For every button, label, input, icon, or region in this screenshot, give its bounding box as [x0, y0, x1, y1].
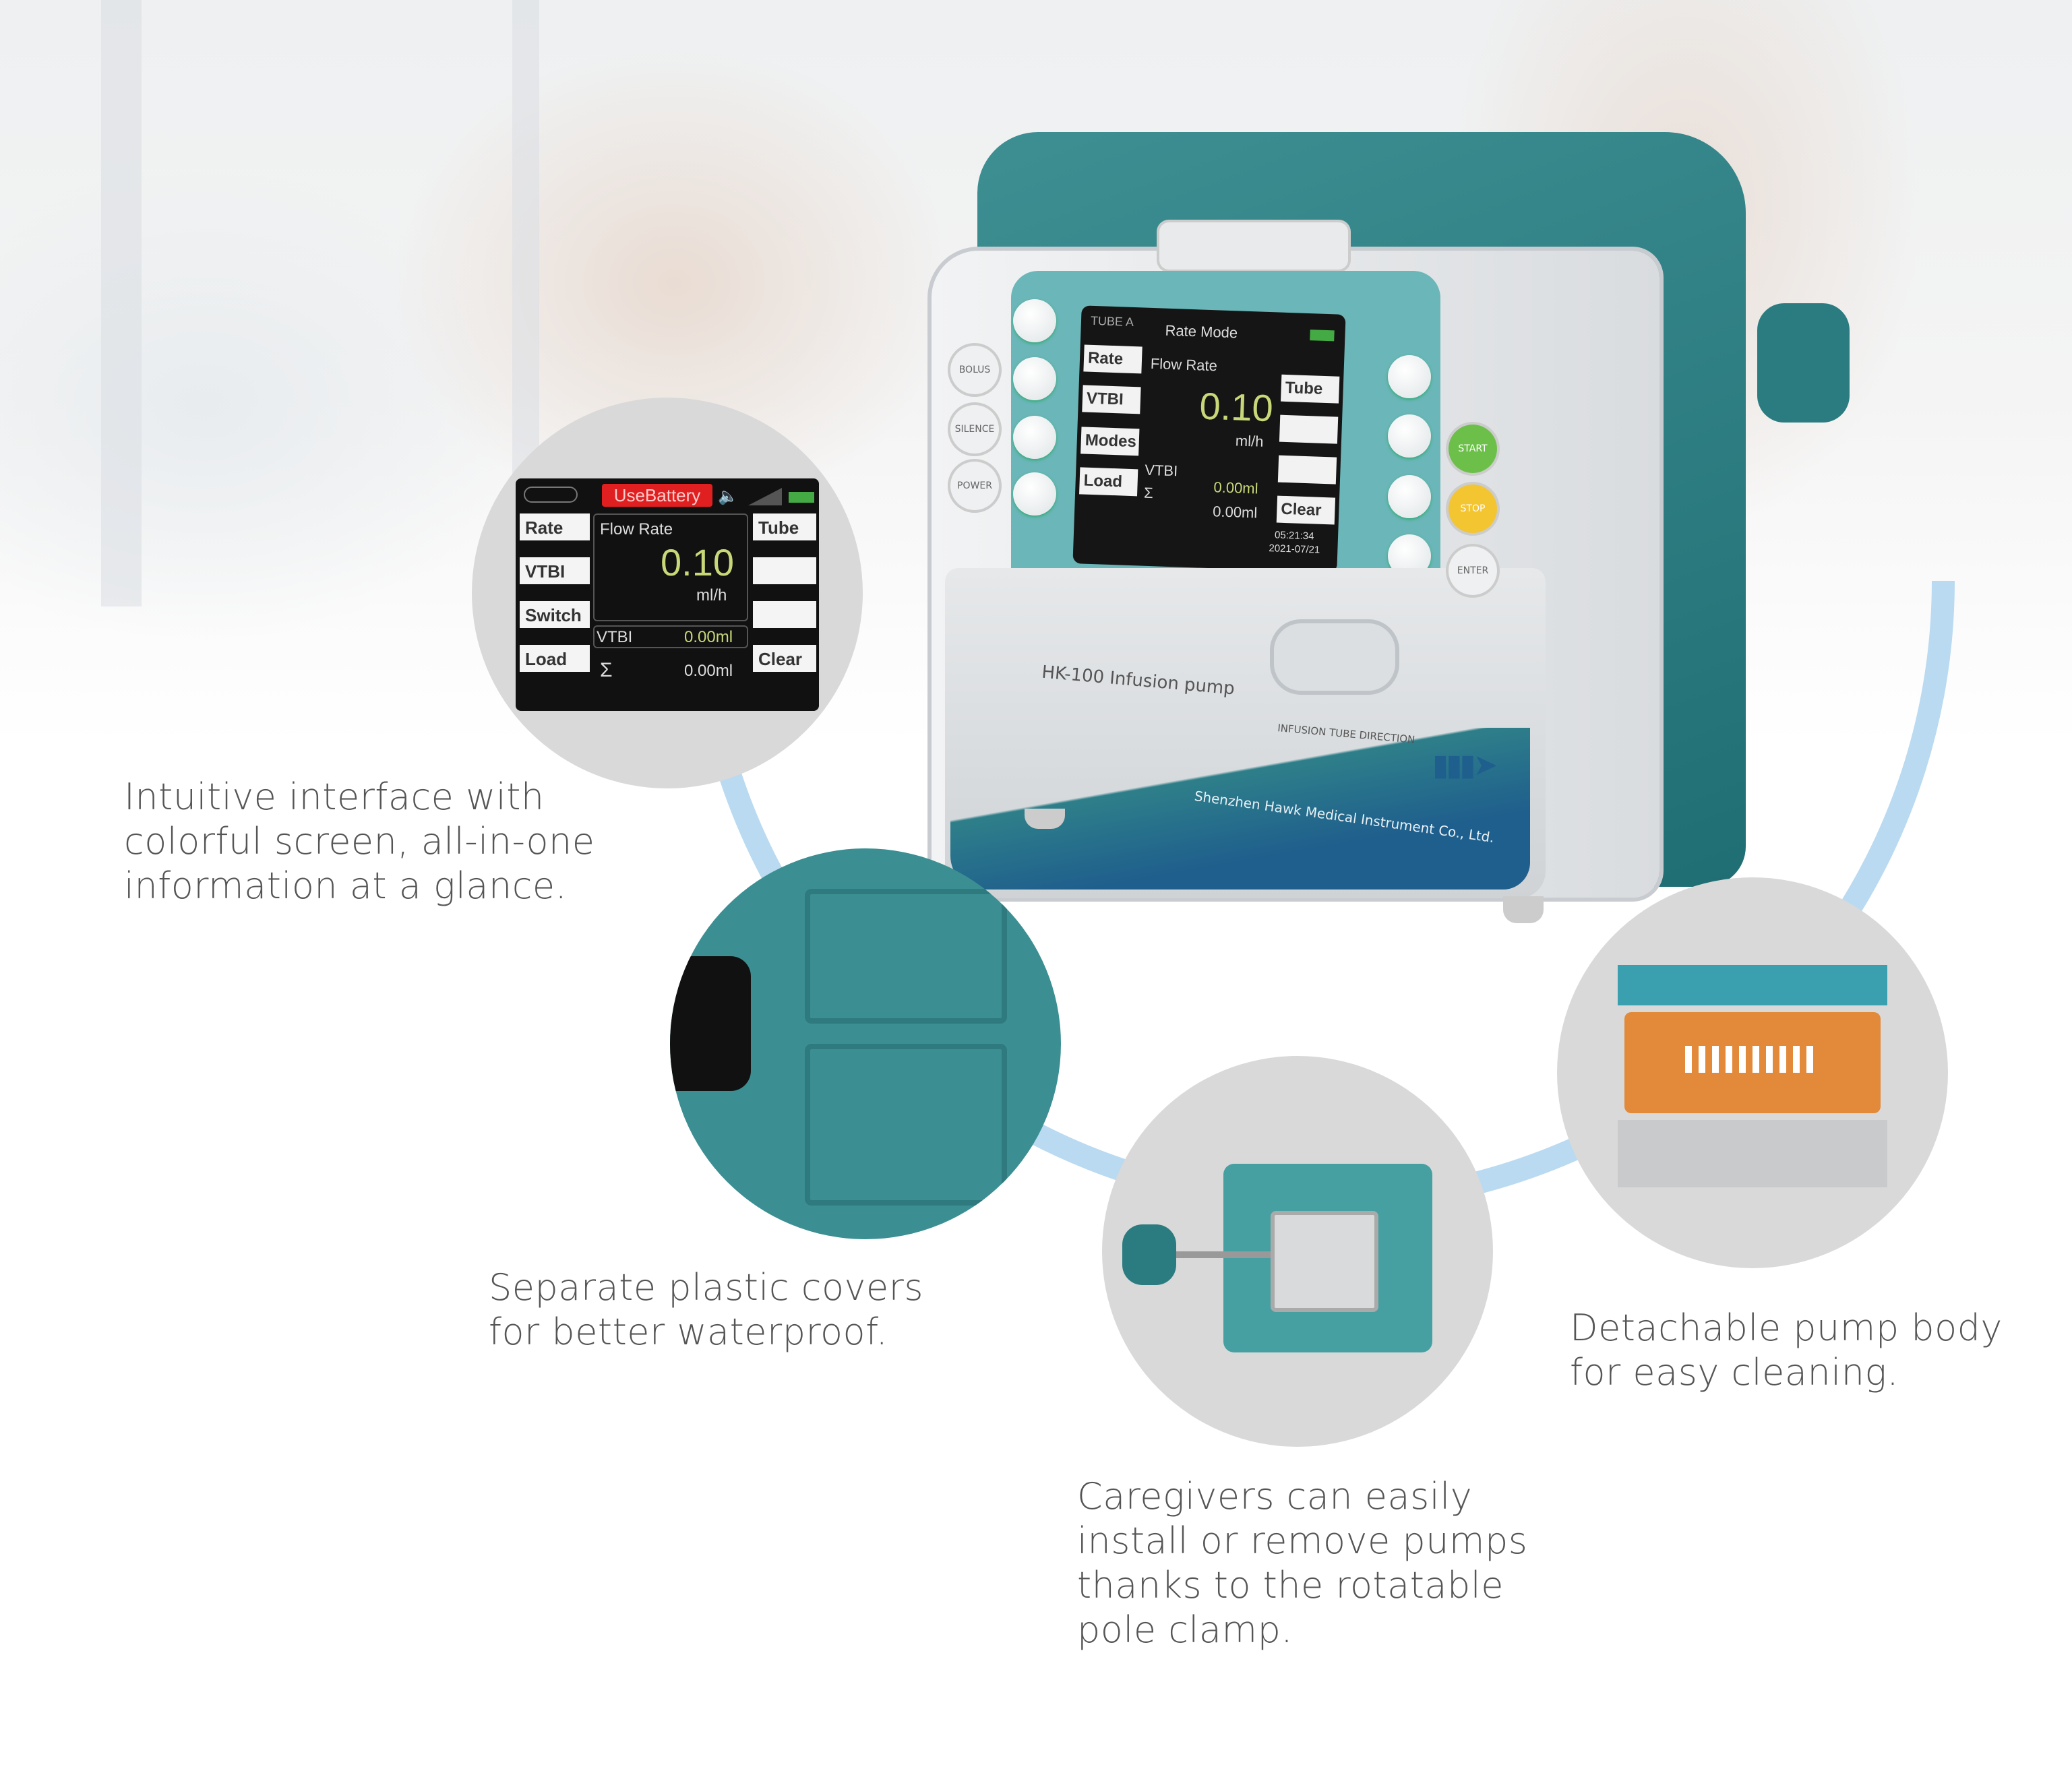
display-strip [1618, 965, 1887, 1005]
zoomed-screen: UseBattery 🔈 Rate VTBI Switch Load Tube … [516, 478, 819, 711]
plastic-cover [805, 1044, 1007, 1206]
plastic-cover [805, 889, 1007, 1024]
caption-covers: Separate plastic covers for better water… [489, 1266, 923, 1354]
soft-key[interactable] [1388, 475, 1431, 518]
bolus-button[interactable]: BOLUS [950, 346, 999, 394]
blank-key [753, 557, 816, 584]
sum-value: 0.00ml [1212, 503, 1258, 522]
time: 05:21:34 [1274, 529, 1314, 542]
flow-rate-label: Flow Rate [1150, 354, 1218, 375]
load-key: Load [1079, 467, 1138, 497]
switch-key: Switch [520, 601, 590, 628]
sum-value: 0.00ml [684, 662, 733, 680]
vtbi-key: VTBI [520, 557, 590, 584]
mode-label: Rate Mode [1165, 321, 1238, 342]
pump-foot [1025, 809, 1065, 829]
clear-key: Clear [1276, 495, 1336, 525]
soft-key[interactable] [1013, 357, 1056, 400]
sum-label: Σ [600, 659, 613, 681]
battery-icon [1310, 330, 1335, 342]
vtbi-value: 0.00ml [684, 628, 733, 646]
caption-line: pole clamp. [1077, 1609, 1293, 1651]
flow-rate-value: 0.10 [1198, 384, 1274, 430]
blank-key [1277, 455, 1337, 485]
flow-rate-unit: ml/h [1235, 432, 1264, 450]
caption-line: for easy cleaning. [1570, 1351, 1899, 1394]
background-window-frame [101, 0, 142, 606]
sum-label: Σ [1143, 484, 1154, 502]
pump-handle [1159, 222, 1348, 270]
speaker-icon: 🔈 [718, 487, 738, 505]
caption-line: thanks to the rotatable [1077, 1564, 1504, 1606]
date: 2021-07/21 [1269, 542, 1320, 556]
vtbi-value: 0.00ml [1213, 478, 1258, 497]
soft-key[interactable] [1388, 414, 1431, 458]
soft-key[interactable] [1013, 299, 1056, 342]
caption-line: Detachable pump body [1570, 1307, 2003, 1349]
vtbi-panel [593, 625, 748, 648]
pole-clamp-knob [1757, 303, 1850, 423]
soft-key[interactable] [1388, 355, 1431, 398]
clamp-screw [1149, 1251, 1271, 1258]
flow-panel [593, 513, 748, 621]
feature-circle-clamp [1102, 1056, 1493, 1447]
caption-line: for better waterproof. [489, 1311, 888, 1353]
tube-key: Tube [1281, 374, 1340, 404]
pump-base [1618, 1120, 1887, 1187]
battery-icon [789, 492, 814, 503]
modes-key: Modes [1080, 427, 1140, 456]
blank-key [753, 601, 816, 628]
caption-clamp: Caregivers can easily install or remove … [1077, 1474, 1527, 1652]
caption-line: colorful screen, all-in-one [124, 820, 595, 863]
silence-button[interactable]: SILENCE [950, 405, 999, 454]
power-button[interactable]: POWER [950, 462, 999, 510]
soft-key[interactable] [1013, 472, 1056, 516]
caption-line: install or remove pumps [1077, 1520, 1528, 1562]
stop-button[interactable]: STOP [1449, 485, 1497, 533]
battery-status-badge: UseBattery [602, 484, 712, 507]
blank-key [1279, 414, 1339, 444]
mode-pill [524, 487, 578, 503]
door-latch[interactable] [1274, 623, 1395, 691]
clear-key: Clear [753, 645, 816, 672]
clamp-knob[interactable] [1122, 1224, 1176, 1285]
peristaltic-fingers [1685, 1046, 1820, 1073]
caption-line: Separate plastic covers [489, 1266, 923, 1309]
flow-rate-value: 0.10 [661, 541, 734, 584]
feature-circle-body [1557, 877, 1948, 1268]
clamp-bracket [1271, 1211, 1378, 1312]
vtbi-key: VTBI [1082, 385, 1141, 414]
signal-icon [748, 488, 782, 505]
pump-screen: TUBE A Rate Mode Rate VTBI Modes Load Tu… [1072, 305, 1346, 573]
caption-body: Detachable pump body for easy cleaning. [1570, 1306, 2003, 1395]
tube-key: Tube [753, 513, 816, 540]
start-button[interactable]: START [1449, 425, 1497, 473]
pump-foot [1503, 896, 1544, 923]
port-opening [670, 956, 751, 1091]
vtbi-label: VTBI [1144, 461, 1178, 480]
load-key: Load [520, 645, 590, 672]
vtbi-label: VTBI [597, 628, 633, 646]
direction-arrow-icon: ▮▮▮➤ [1432, 748, 1498, 782]
rate-key: Rate [1083, 344, 1142, 374]
caption-interface: Intuitive interface with colorful screen… [124, 775, 595, 908]
caption-line: Intuitive interface with [124, 776, 545, 818]
caption-line: Caregivers can easily [1077, 1475, 1473, 1518]
rate-key: Rate [520, 513, 590, 540]
flow-rate-unit: ml/h [696, 586, 727, 604]
tube-tab: TUBE A [1090, 313, 1134, 329]
soft-key[interactable] [1013, 416, 1056, 459]
caption-line: information at a glance. [124, 865, 568, 907]
flow-rate-label: Flow Rate [600, 520, 673, 538]
enter-button[interactable]: ENTER [1449, 547, 1497, 595]
feature-circle-covers [670, 848, 1061, 1239]
